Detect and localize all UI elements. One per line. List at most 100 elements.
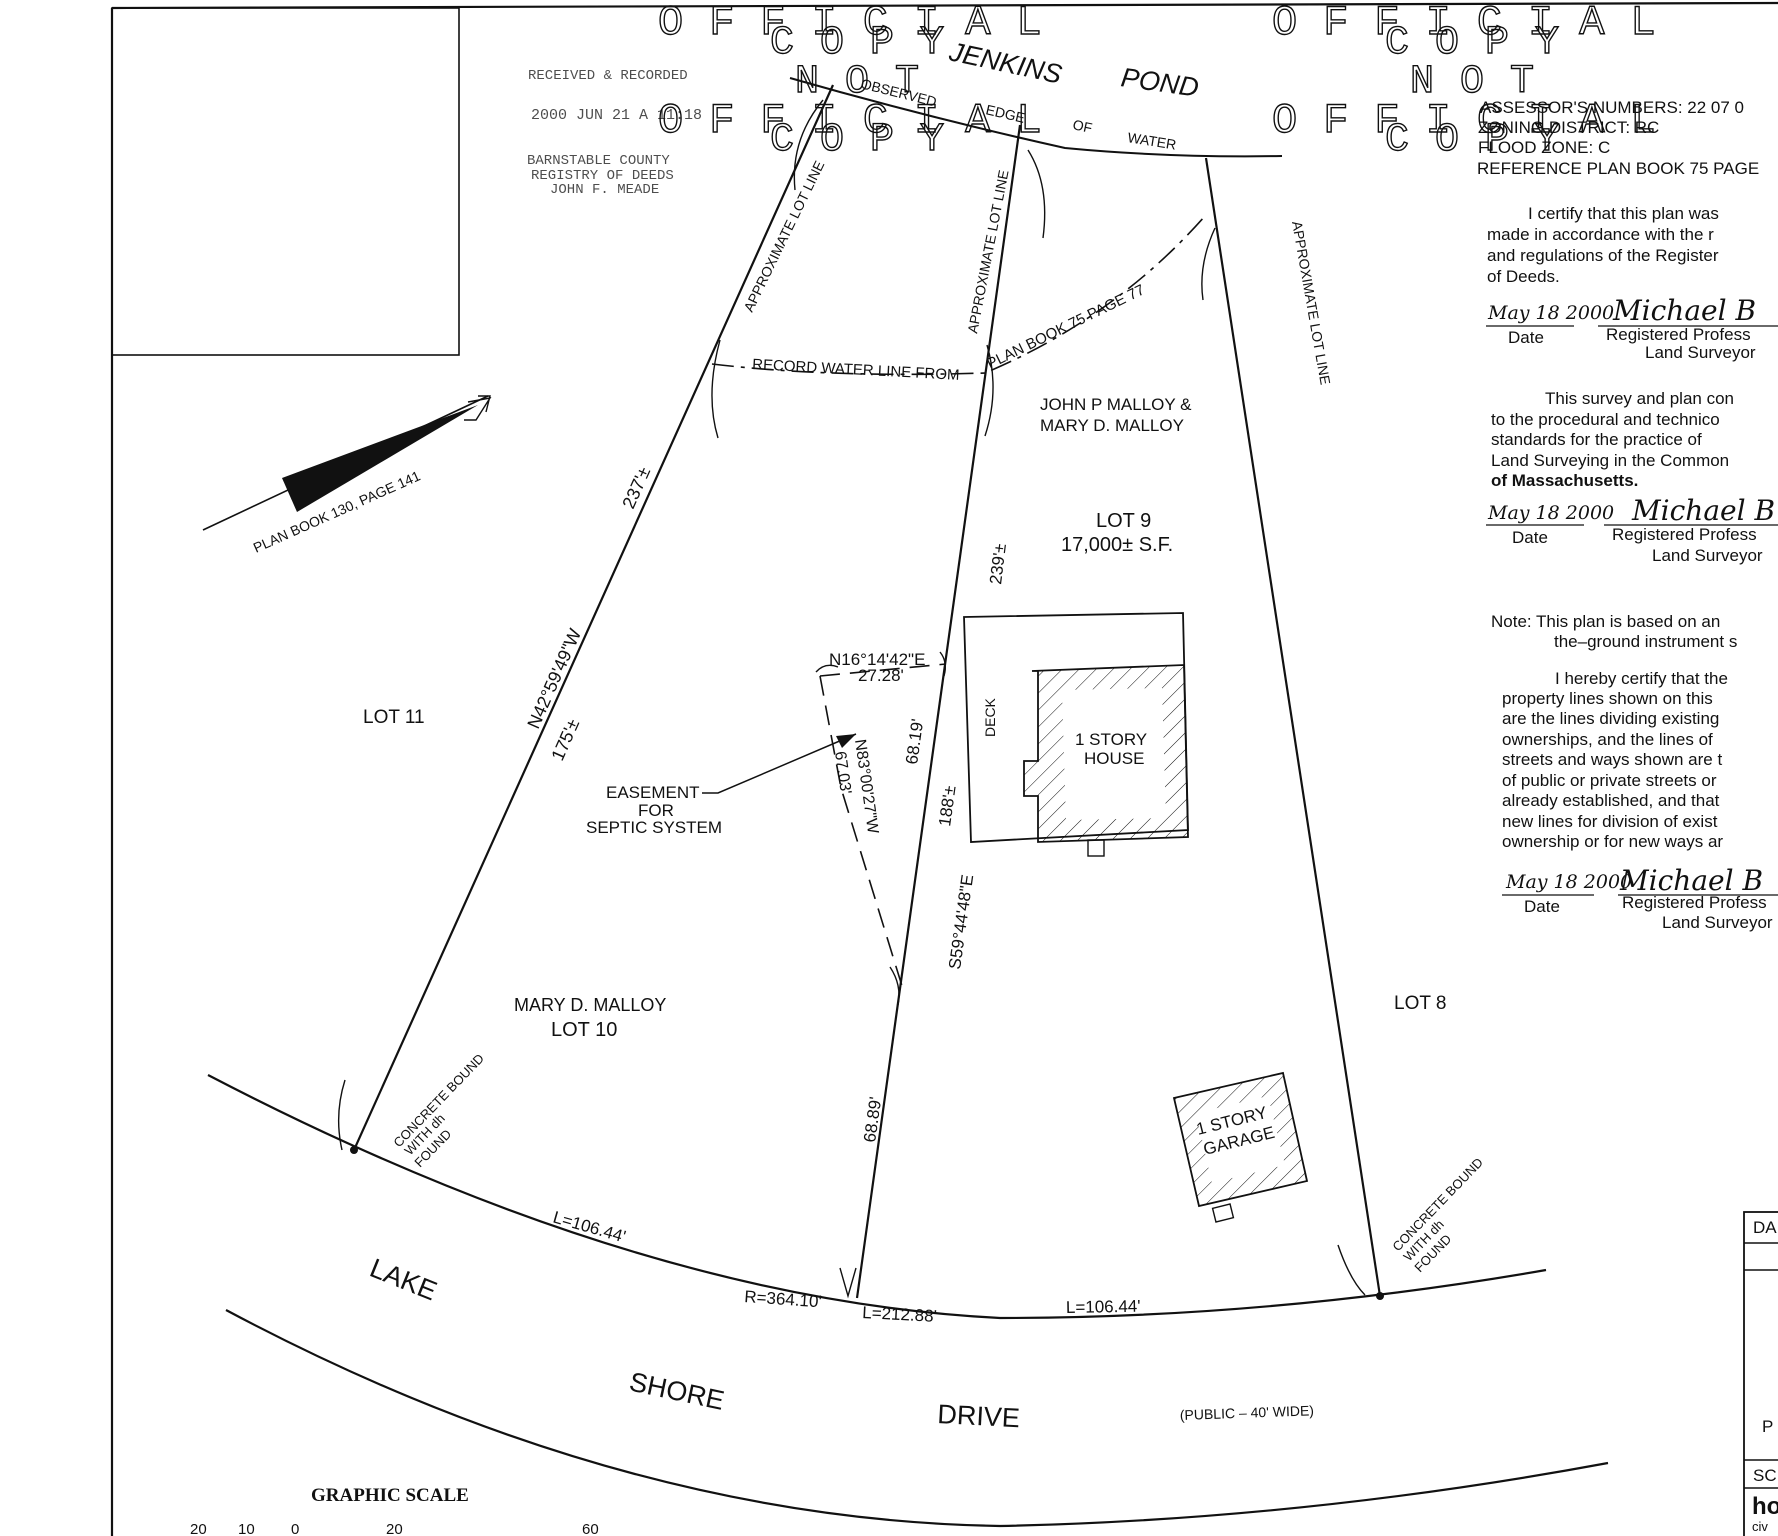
septic-tie-line — [819, 663, 947, 677]
official-copy-watermark: OFFICIAL COPY NOT OFFICIAL COPY OFFICIAL… — [657, 0, 1682, 164]
cert-line: Land Surveying in the Common — [1491, 451, 1729, 470]
cert-line: of Deeds. — [1487, 267, 1560, 286]
bearing-label: S59°44'48"E — [945, 873, 977, 970]
reference-plan: REFERENCE PLAN BOOK 75 PAGE — [1477, 159, 1759, 178]
scale-tick: 60 — [582, 1521, 599, 1536]
recording-box — [111, 7, 460, 356]
signature: Michael B — [1619, 864, 1763, 897]
arc-mark — [939, 651, 947, 677]
watermark-official: OFFICIAL — [1272, 0, 1682, 47]
bearing-label: N42°59'49"W — [523, 626, 585, 732]
easement-arrow — [836, 734, 856, 748]
cert-line: are the lines dividing existing — [1502, 709, 1719, 728]
title-block-date: DA — [1753, 1218, 1777, 1237]
dimension-label: 68.19' — [902, 718, 927, 766]
curve-label: L=106.44' — [551, 1208, 628, 1247]
arc-mark — [711, 339, 721, 439]
surveyor-role: Registered Profess — [1612, 525, 1757, 544]
dimension-label: 175'± — [547, 716, 583, 764]
dimension-label: 27.28' — [858, 666, 904, 685]
garage-group: 1 STORY GARAGE — [1172, 1071, 1309, 1223]
bound-note-east: CONCRETE BOUND WITH dh FOUND — [1389, 1155, 1486, 1275]
edge-word: WATER — [1127, 129, 1178, 152]
record-water-line — [711, 215, 1206, 376]
cert-line: This survey and plan con — [1545, 389, 1734, 408]
lot-8-label: LOT 8 — [1394, 993, 1446, 1014]
surveyor-role: Registered Profess — [1606, 325, 1751, 344]
scale-tick: 10 — [238, 1521, 255, 1536]
cert-line: standards for the practice of — [1491, 430, 1702, 449]
lot-9-owner: MARY D. MALLOY — [1040, 416, 1184, 435]
lot-9-area: 17,000± S.F. — [1061, 534, 1173, 556]
bound-note-west: CONCRETE BOUND WITH dh FOUND — [390, 1051, 487, 1170]
graphic-scale-title: GRAPHIC SCALE — [311, 1485, 469, 1506]
garage-interior — [1196, 1096, 1285, 1183]
bearing-label: N83°00'27"W — [851, 738, 881, 836]
signature-date: May 18 2000 — [1487, 302, 1614, 324]
cert-line: of public or private streets or — [1502, 771, 1717, 790]
registry-stamp: RECEIVED & RECORDED 2000 JUN 21 A 11:18 … — [527, 68, 702, 198]
road-label: LAKE — [366, 1253, 441, 1307]
watermark-copy: COPY — [770, 118, 970, 163]
curve-label: L=106.44' — [1066, 1297, 1141, 1317]
curve-label: L=212.88' — [862, 1303, 938, 1326]
watermark-official: OFFICIAL — [658, 0, 1068, 47]
dimension-label: 239'± — [986, 543, 1010, 586]
title-block-p: P — [1762, 1417, 1773, 1436]
cert-line: ownerships, and the lines of — [1502, 730, 1713, 749]
house-label: 1 STORY — [1075, 730, 1147, 749]
date-label: Date — [1524, 897, 1560, 916]
title-block-scale: SC — [1753, 1466, 1777, 1485]
middle-lot-line — [855, 124, 1022, 1299]
plan-ref-arrow-tip — [464, 395, 492, 421]
scale-tick: 20 — [386, 1521, 403, 1536]
title-block: DA P SC ho civ — [1743, 1211, 1778, 1536]
scale-tick: 20 — [190, 1521, 207, 1536]
road-sideline-north — [207, 1074, 1547, 1320]
record-water-line-ref: PLAN BOOK 75 PAGE 77 — [984, 281, 1147, 372]
septic-tie-line — [819, 675, 903, 987]
plan-ref-arrow — [282, 405, 478, 512]
lot-11-label: LOT 11 — [363, 707, 425, 728]
watermark-not: NOT — [1410, 60, 1560, 105]
watermark-copy: COPY — [770, 21, 970, 66]
observed-edge-of-water — [789, 77, 1283, 158]
cert-line: I hereby certify that the — [1555, 669, 1728, 688]
arc-mark — [1337, 1244, 1366, 1296]
arc-mark — [984, 344, 994, 437]
signature-date: May 18 2000 — [1505, 871, 1632, 893]
arc-mark — [815, 664, 839, 673]
assessor-numbers: ASSESSOR'S NUMBERS: 22 07 0 — [1480, 98, 1744, 117]
house-group: DECK 1 STORY HOUSE — [963, 612, 1189, 857]
cert-line: I certify that this plan was — [1528, 204, 1719, 223]
cert-line: made in accordance with the r — [1487, 225, 1714, 244]
house-step — [1087, 839, 1105, 857]
record-water-line-label: RECORD WATER LINE FROM — [752, 356, 960, 384]
easement-leader — [702, 733, 857, 794]
curve-label: R=364.10' — [744, 1287, 823, 1311]
signature: Michael B — [1631, 494, 1775, 527]
stamp-line: JOHN F. MEADE — [550, 182, 659, 198]
stamp-line: BARNSTABLE COUNTY — [527, 153, 670, 169]
stamp-line: REGISTRY OF DEEDS — [531, 168, 674, 184]
lot-10-label: LOT 10 — [551, 1019, 617, 1041]
watermark-official: OFFICIAL — [1272, 97, 1682, 145]
signature: Michael B — [1612, 294, 1756, 327]
cert-line: streets and ways shown are t — [1502, 750, 1722, 769]
top-border — [111, 1, 1778, 10]
surveyor-role: Land Surveyor — [1645, 343, 1756, 362]
arrow-mark — [839, 1267, 857, 1299]
flood-zone: FLOOD ZONE: C — [1478, 138, 1610, 157]
bearing-label: N16°14'42"E — [829, 650, 925, 669]
certification-property-lines: I hereby certify that the property lines… — [1502, 669, 1778, 932]
arc-mark — [793, 99, 824, 191]
watermark-copy: COPY — [1385, 118, 1585, 163]
dimension-label: 68.89' — [860, 1096, 885, 1144]
cert-line: already established, and that — [1502, 791, 1720, 810]
cert-line: to the procedural and technico — [1491, 410, 1720, 429]
stamp-line: 2000 JUN 21 A 11:18 — [531, 107, 702, 124]
easement-label: FOR — [638, 801, 674, 820]
title-block-firm-sub: civ — [1752, 1519, 1768, 1534]
easement-label: EASEMENT — [606, 783, 700, 802]
watermark-copy: COPY — [1385, 21, 1585, 66]
